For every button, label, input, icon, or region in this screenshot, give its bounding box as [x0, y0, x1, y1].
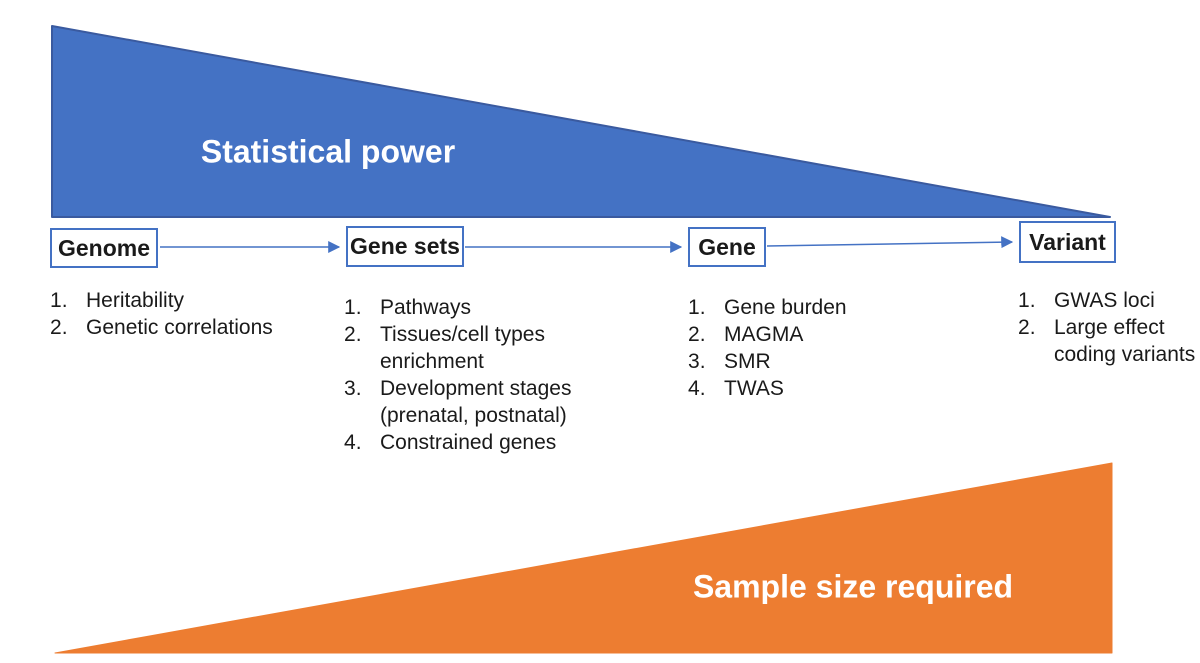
statistical-power-label: Statistical power — [200, 133, 456, 170]
arrow-gene-to-variant — [766, 236, 1014, 249]
list-item: SMR — [688, 348, 771, 375]
variant-method-list: GWAS loci Large effect coding variants — [1018, 287, 1200, 368]
genome-method-list: Heritability Genetic correlations — [50, 287, 310, 341]
list-item: Tissues/cell types enrichment — [344, 321, 545, 373]
statistical-power-wedge — [51, 25, 1111, 218]
variant-box: Variant — [1019, 221, 1116, 263]
list-item: TWAS — [688, 375, 784, 402]
sample-size-wedge — [54, 462, 1113, 654]
gene-sets-method-list: Pathways Tissues/cell types enrichment D… — [344, 294, 589, 456]
list-item: Development stages (prenatal, postnatal) — [344, 375, 572, 427]
list-item: Constrained genes — [344, 429, 557, 456]
list-item: Heritability — [50, 287, 185, 314]
list-item: GWAS loci — [1018, 287, 1155, 314]
list-item: MAGMA — [688, 321, 804, 348]
list-item: Pathways — [344, 294, 472, 321]
gene-box: Gene — [688, 227, 766, 267]
list-item: Gene burden — [688, 294, 847, 321]
gene-sets-box: Gene sets — [346, 226, 464, 267]
genome-box: Genome — [50, 228, 158, 268]
list-item: Large effect coding variants — [1018, 314, 1196, 366]
gene-method-list: Gene burden MAGMA SMR TWAS — [688, 294, 908, 402]
list-item: Genetic correlations — [50, 314, 273, 341]
sample-size-label: Sample size required — [692, 568, 1014, 605]
